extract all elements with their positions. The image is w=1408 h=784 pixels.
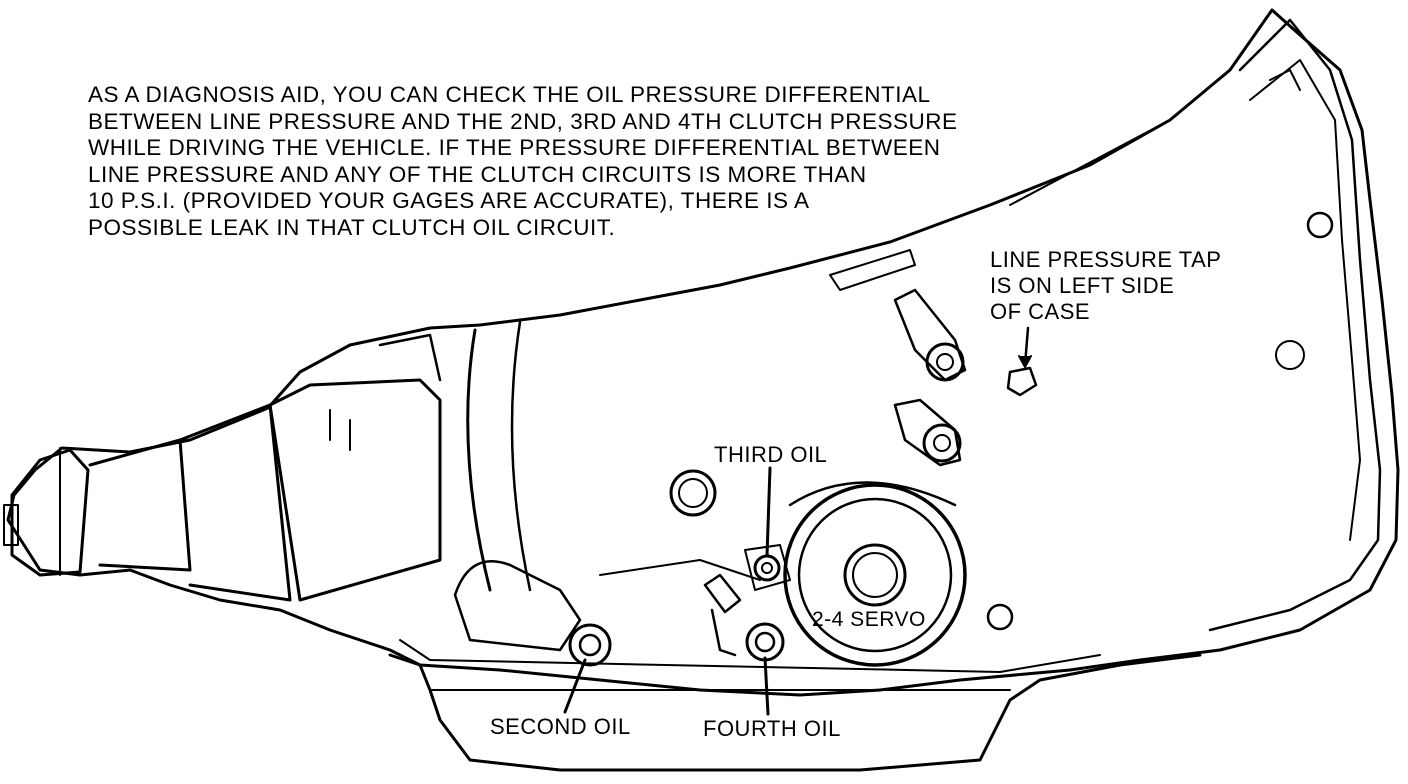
transmission-case (6, 8, 1400, 697)
note-line: POSSIBLE LEAK IN THAT CLUTCH OIL CIRCUIT… (88, 214, 616, 240)
tap-label-line: OF CASE (990, 299, 1091, 324)
upper-fitting (893, 288, 967, 382)
note-line: LINE PRESSURE AND ANY OF THE CLUTCH CIRC… (88, 161, 867, 187)
case-plug (669, 469, 717, 517)
servo-label: 2-4 SERVO (812, 608, 926, 631)
tap-label-line: LINE PRESSURE TAP (990, 247, 1222, 272)
second-oil-label: SECOND OIL (490, 714, 631, 739)
bellhousing-rim (1208, 18, 1382, 632)
third-oil-port (753, 554, 781, 582)
second-oil-leader (563, 658, 587, 714)
note-line: WHILE DRIVING THE VEHICLE. IF THE PRESSU… (88, 135, 941, 160)
third-oil-label: THIRD OIL (714, 442, 828, 467)
line-pressure-tap (1006, 366, 1038, 397)
output-housing (10, 448, 90, 577)
note-line: AS A DIAGNOSIS AID, YOU CAN CHECK THE OI… (88, 82, 931, 107)
line-pressure-tap-label: LINE PRESSURE TAP IS ON LEFT SIDE OF CAS… (990, 247, 1221, 325)
fourth-oil-port (745, 622, 785, 662)
second-oil-port (568, 623, 612, 667)
tap-label-line: IS ON LEFT SIDE (990, 273, 1175, 298)
servo-cover (783, 483, 967, 667)
fourth-oil-label: FOURTH OIL (703, 716, 841, 741)
note-line: BETWEEN LINE PRESSURE AND THE 2ND, 3RD A… (88, 108, 958, 134)
diagnosis-note: AS A DIAGNOSIS AID, YOU CAN CHECK THE OI… (88, 82, 958, 241)
fourth-oil-leader (763, 656, 770, 716)
lower-fitting (893, 398, 962, 467)
third-oil-leader (765, 466, 772, 558)
note-line: 10 P.S.I. (PROVIDED YOUR GAGES ARE ACCUR… (88, 188, 810, 213)
